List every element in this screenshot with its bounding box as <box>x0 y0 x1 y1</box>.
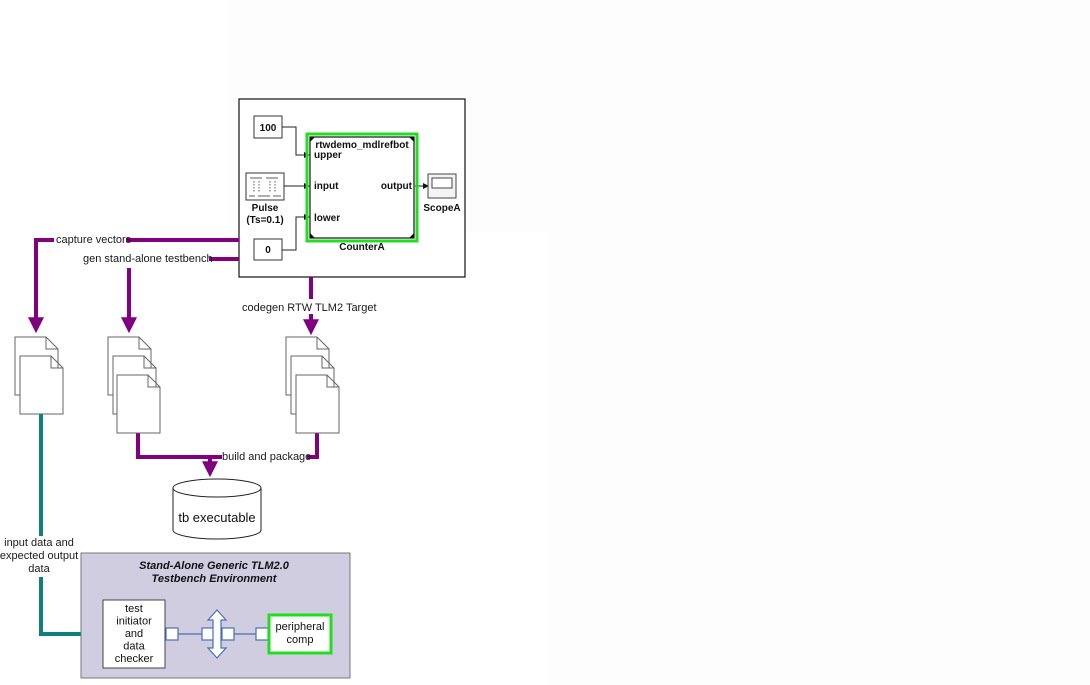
initiator-label-line: initiator <box>116 616 152 628</box>
signal-lower <box>282 214 310 251</box>
build-line-right <box>307 432 319 459</box>
teal-flow <box>39 414 105 642</box>
scope-screen-icon <box>431 177 453 189</box>
build-arrow-left <box>136 432 218 478</box>
signal-upper <box>282 126 310 158</box>
port-lower: lower <box>314 213 340 224</box>
pulse-generator-block[interactable] <box>245 172 285 201</box>
counter-subsystem-block[interactable] <box>305 132 419 243</box>
teal-arrow <box>39 577 105 642</box>
document-icon <box>19 355 64 415</box>
simulink-model[interactable]: 100 Pulse (Ts=0.1) 0 <box>238 98 466 278</box>
bus-socket-left-icon <box>201 627 215 641</box>
testbench-environment: Stand-Alone Generic TLM2.0 Testbench Env… <box>80 552 351 679</box>
tb-executable-database[interactable] <box>172 478 262 540</box>
peripheral-label-2: comp <box>287 634 314 646</box>
input-data-label-1: input data and <box>4 537 74 549</box>
bus-socket-right-icon <box>221 627 235 641</box>
input-data-label-3: data <box>28 563 50 575</box>
codegen-label: codegen RTW TLM2 Target <box>242 302 377 314</box>
test-initiator-block[interactable] <box>102 599 166 669</box>
subsystem-model-name: rtwdemo_mdlrefbot <box>315 140 409 151</box>
subsystem-name: CounterA <box>339 242 385 253</box>
port-output: output <box>381 181 413 192</box>
pulse-icon <box>249 177 281 197</box>
purple-flows <box>28 238 319 478</box>
initiator-socket-icon <box>165 627 179 641</box>
capture-vectors-label: capture vectors <box>56 234 132 246</box>
capture-arrow <box>28 238 54 334</box>
document-icon <box>295 374 340 434</box>
initiator-label-line: and <box>125 628 143 640</box>
peripheral-label-1: peripheral <box>276 621 325 633</box>
gen-testbench-label: gen stand-alone testbench <box>83 253 213 265</box>
constant-lower-value: 0 <box>265 245 271 256</box>
database-label: tb executable <box>178 510 255 525</box>
pulse-label: Pulse <box>252 203 279 214</box>
environment-title-2: Testbench Environment <box>152 573 278 585</box>
scope-block[interactable] <box>427 173 457 199</box>
peripheral-component-block[interactable] <box>267 613 333 655</box>
pulse-sample-time: (Ts=0.1) <box>246 215 283 226</box>
port-input: input <box>314 181 339 192</box>
environment-title-1: Stand-Alone Generic TLM2.0 <box>139 560 290 572</box>
initiator-label-line: test <box>125 603 143 615</box>
initiator-label-line: data <box>123 641 145 653</box>
scope-name: ScopeA <box>423 203 460 214</box>
constant-upper-value: 100 <box>260 123 277 134</box>
document-stacks <box>14 336 340 434</box>
port-upper: upper <box>314 150 342 161</box>
bidirectional-arrow-icon <box>206 609 228 659</box>
tlm-bus <box>165 609 269 659</box>
document-icon <box>116 374 161 434</box>
background-panel <box>548 0 1090 685</box>
build-package-label: build and package <box>222 451 311 463</box>
input-data-label-2: expected output <box>0 550 78 562</box>
initiator-label-line: checker <box>115 653 154 665</box>
peripheral-socket-icon <box>255 627 269 641</box>
